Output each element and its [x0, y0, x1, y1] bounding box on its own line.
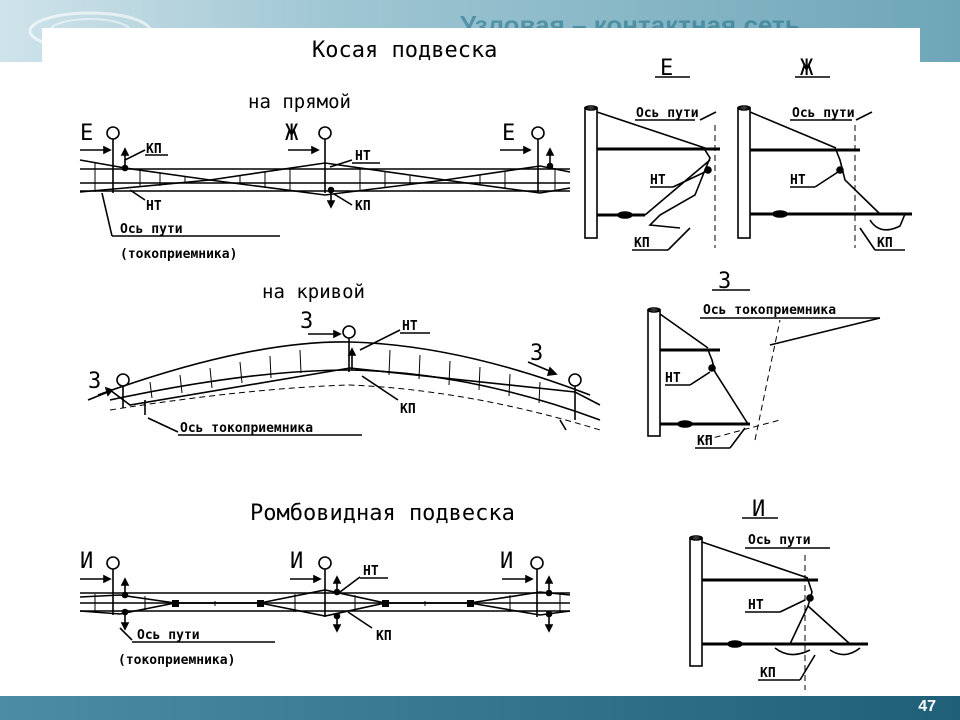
label-track-axis: Ось пути — [792, 106, 855, 121]
label-nt: НТ — [748, 598, 764, 613]
label-kp: КП — [760, 666, 776, 681]
label-kp: КП — [697, 434, 713, 449]
curve-title: на кривой — [262, 281, 365, 303]
section-z — [647, 289, 881, 449]
label-kp: КП — [634, 236, 650, 251]
label-nt: НТ — [402, 319, 418, 334]
label-track-axis: Ось пути — [120, 222, 183, 237]
oblique-title: Косая подвеска — [312, 38, 497, 63]
rhomb-diagram — [79, 556, 571, 643]
label-pantograph-axis: Ось токоприемника — [703, 303, 836, 318]
section-i-letter: И — [752, 497, 765, 522]
label-track-axis: Ось пути — [636, 106, 699, 121]
oblique-curve-diagram — [87, 325, 601, 436]
label-i-3: И — [500, 549, 513, 574]
label-z-3: З — [530, 341, 543, 366]
label-kp: КП — [146, 142, 162, 157]
label-e-2: Е — [502, 121, 515, 146]
oblique-straight-diagram — [79, 126, 571, 237]
label-kp: КП — [355, 199, 371, 214]
section-zh — [737, 76, 912, 251]
label-kp: КП — [376, 629, 392, 644]
content-panel — [42, 28, 920, 696]
page-number: 47 — [918, 698, 936, 715]
label-nt: НТ — [355, 149, 371, 164]
label-nt: НТ — [146, 199, 162, 214]
label-pantograph: (токоприемника) — [120, 247, 237, 262]
section-i — [689, 517, 868, 690]
label-pantograph: (токоприемника) — [118, 653, 235, 668]
label-nt: НТ — [665, 371, 681, 386]
footer-bar: 47 — [0, 696, 960, 720]
label-track-axis: Ось пути — [137, 628, 200, 643]
straight-title: на прямой — [248, 91, 351, 113]
label-z-1: З — [300, 309, 313, 334]
label-e-1: Е — [80, 121, 93, 146]
section-e-letter: Е — [660, 56, 673, 81]
rhomb-title: Ромбовидная подвеска — [250, 501, 515, 526]
label-i-1: И — [80, 549, 93, 574]
label-nt: НТ — [790, 173, 806, 188]
label-track-axis: Ось пути — [748, 533, 811, 548]
section-z-letter: З — [718, 269, 731, 294]
section-e — [584, 76, 720, 251]
label-zh: Ж — [285, 121, 299, 146]
label-kp: КП — [400, 402, 416, 417]
label-kp: КП — [877, 236, 893, 251]
label-nt: НТ — [363, 564, 379, 579]
label-pantograph-axis: Ось токоприемника — [180, 421, 313, 436]
label-i-2: И — [290, 549, 303, 574]
label-z-2: З — [88, 369, 101, 394]
label-nt: НТ — [650, 173, 666, 188]
section-zh-letter: Ж — [800, 56, 814, 81]
